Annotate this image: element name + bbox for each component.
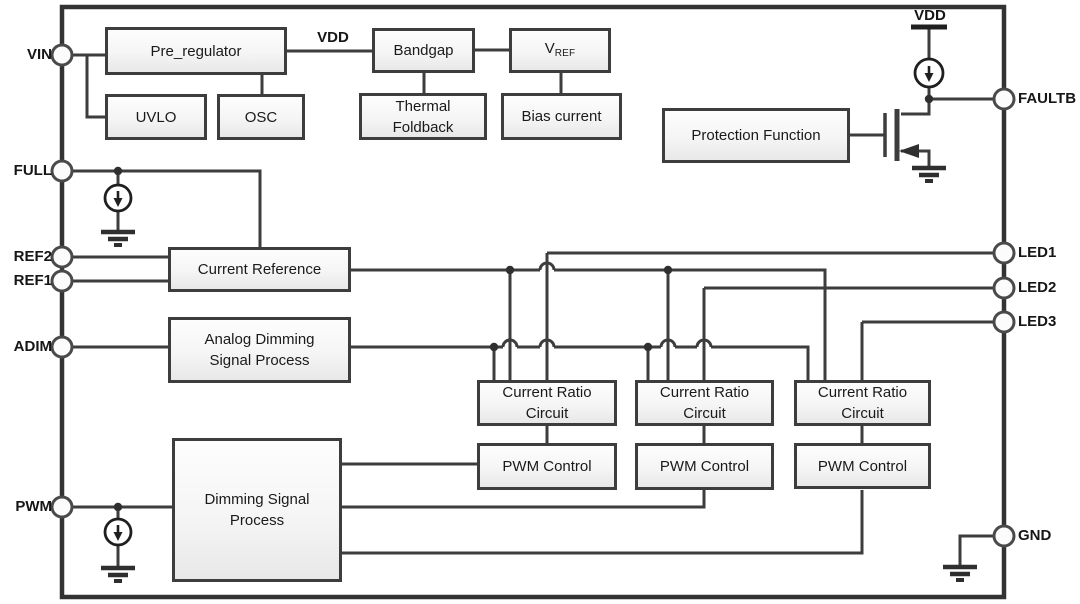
block-label: PWM Control [659,458,750,475]
ground-icon-full [101,229,135,247]
pin-ref1 [50,269,74,293]
pin-ref2 [50,245,74,269]
block-label-line2: Circuit [683,405,726,422]
pin-led3 [992,310,1016,334]
ground-icon-pwm [101,565,135,583]
block-label-line1: Thermal [395,97,451,115]
block-label: VREF [545,38,576,64]
nmos-transistor-icon [883,109,919,161]
block-label-line1: Current Ratio [817,384,908,401]
wires [72,27,994,567]
block-current-ratio-2: Current Ratio Circuit [635,380,774,426]
pin-label-ref2: REF2 [13,248,52,265]
package-pins [50,43,1016,548]
pin-label-led2: LED2 [1018,279,1057,296]
pin-label-full: FULL [13,162,52,179]
pin-label-led1: LED1 [1018,244,1057,261]
block-label-line2: Process [229,512,285,529]
block-label-line2: Circuit [841,405,884,422]
block-osc: OSC [217,94,305,140]
block-label-line2: Circuit [525,405,569,422]
block-label-line2: Foldback [392,118,454,136]
block-bandgap: Bandgap [372,28,475,73]
pin-led2 [992,276,1016,300]
block-pre-regulator: Pre_regulator [105,27,287,75]
vdd-rail-label: VDD [317,29,349,46]
pin-faultb [992,87,1016,111]
block-label: OSC [244,108,278,126]
block-bias-current: Bias current [501,93,622,140]
ic-boundary [59,4,1007,600]
pin-adim [50,335,74,359]
current-source-icon-full [103,183,133,213]
block-pwm-control-2: PWM Control [635,443,774,490]
block-label: Pre_regulator [150,42,242,60]
block-dimming-signal: Dimming Signal Process [172,438,342,582]
block-label: Bias current [521,108,602,125]
block-uvlo: UVLO [105,94,207,140]
pin-label-gnd: GND [1018,527,1052,544]
junction-dot [489,342,499,352]
pin-label-pwm: PWM [15,498,52,515]
block-label: UVLO [135,108,177,126]
junction-dot [113,502,123,512]
block-label: Bandgap [393,42,454,59]
junction-dot [924,94,934,104]
block-current-ratio-1: Current Ratio Circuit [477,380,617,426]
ground-icon-gnd [943,564,977,582]
block-label: Protection Function [691,127,821,144]
junction-dots [113,94,934,512]
block-pwm-control-3: PWM Control [794,443,931,489]
current-source-icon-pwm [103,517,133,547]
vref-subscript: REF [554,47,576,59]
block-label-line1: Current Ratio [659,384,750,401]
block-label: PWM Control [502,458,592,475]
block-protection-function: Protection Function [662,108,850,163]
pin-label-ref1: REF1 [13,272,52,289]
pin-led1 [992,241,1016,265]
current-source-icon-faultb [913,57,945,89]
junction-dot [663,265,673,275]
block-current-reference: Current Reference [168,247,351,292]
block-label: PWM Control [817,457,908,475]
block-label-line1: Analog Dimming [204,331,315,348]
pin-label-vin: VIN [26,46,52,63]
pin-gnd [992,524,1016,548]
pin-vin [50,43,74,67]
block-pwm-control-1: PWM Control [477,443,617,490]
block-label-line2: Signal Process [209,352,310,369]
pin-pwm [50,495,74,519]
block-analog-dimming: Analog Dimming Signal Process [168,317,351,383]
junction-dot [643,342,653,352]
wire-hop-arcs [501,261,713,348]
pin-label-adim: ADIM [13,338,52,355]
vref-base: V [544,39,555,57]
junction-dot [113,166,123,176]
block-vref: VREF [509,28,611,73]
ground-icon-mosfet [912,165,946,183]
pin-label-led3: LED3 [1018,313,1057,330]
block-current-ratio-3: Current Ratio Circuit [794,380,931,426]
block-label-line1: Dimming Signal [204,491,310,508]
block-label: Current Reference [197,261,322,278]
block-label-line1: Current Ratio [502,384,592,401]
pin-label-faultb: FAULTB [1018,90,1077,107]
pin-full [50,159,74,183]
junction-dot [505,265,515,275]
block-thermal-foldback: Thermal Foldback [359,93,487,140]
vdd-top-label: VDD [914,7,946,24]
